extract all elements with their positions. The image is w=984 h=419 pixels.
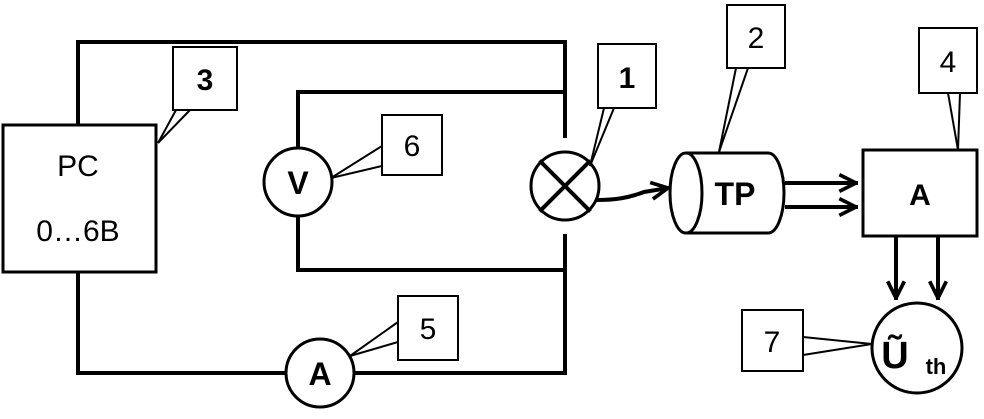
callout-box (597, 43, 657, 109)
callout-box (918, 27, 978, 94)
callout-leader (589, 107, 605, 167)
amplifier: A (861, 148, 979, 238)
callout-leader (330, 145, 383, 179)
lamp-cross-line (538, 159, 592, 213)
callout-box (172, 46, 238, 111)
lamp-to-sensor-arrow (595, 188, 668, 203)
callout-box (741, 309, 804, 372)
callout-number: 7 (764, 326, 781, 359)
amplifier-to-output-arrows (896, 236, 938, 300)
voltmeter-symbol: V (287, 165, 309, 201)
callout-4: 4 (918, 27, 978, 151)
callout-box (397, 295, 459, 361)
callout-number: 6 (404, 130, 421, 163)
callout-6: 6 (330, 114, 443, 179)
thermocouple-label: TP (715, 176, 756, 212)
callout-number: 3 (197, 64, 214, 97)
callout-leader (947, 92, 959, 151)
callout-number: 5 (420, 313, 437, 346)
callout-leader (802, 336, 873, 345)
circuit-wires (76, 40, 567, 375)
callout-3: 3 (157, 46, 238, 144)
callout-leader (802, 343, 873, 356)
callout-leader (157, 109, 177, 144)
callout-leader (718, 67, 749, 153)
callout-2: 2 (718, 4, 786, 153)
output-circle (870, 301, 964, 395)
callout-number: 4 (940, 46, 957, 79)
callout-7: 7 (741, 309, 873, 372)
callout-leader (330, 165, 383, 179)
voltmeter-circle (262, 146, 334, 218)
lamp (529, 150, 601, 222)
voltmeter: V (262, 146, 334, 218)
ammeter-circle (284, 337, 356, 409)
callout-1: 1 (589, 43, 657, 167)
sensor-to-amplifier-arrows (785, 183, 858, 207)
ammeter-symbol: A (308, 356, 331, 392)
callout-box (381, 114, 443, 176)
callout-leader (718, 67, 737, 153)
ammeter: A (284, 337, 356, 409)
callout-leader (349, 341, 399, 357)
callout-number: 2 (748, 22, 765, 55)
callout-5: 5 (349, 295, 459, 361)
thermocouple: TP (668, 151, 786, 235)
amplifier-label: A (909, 179, 931, 212)
power-supply: PC 0…6B (1, 123, 158, 274)
callout-leader (957, 92, 961, 151)
output-symbol: Ũ (881, 333, 908, 377)
callout-number: 1 (619, 62, 636, 95)
power-supply-box (1, 123, 158, 274)
callout-leader (589, 107, 615, 167)
output-subscript: th (926, 354, 947, 379)
power-supply-label: PC (57, 150, 99, 183)
callout-box (726, 4, 786, 69)
thermocouple-front-edge (685, 151, 704, 235)
callout-leader (349, 321, 399, 357)
callout-leader (157, 109, 191, 144)
amplifier-box (861, 148, 979, 238)
power-supply-range: 0…6B (36, 215, 119, 248)
output-voltage: Ũ th (870, 301, 964, 395)
